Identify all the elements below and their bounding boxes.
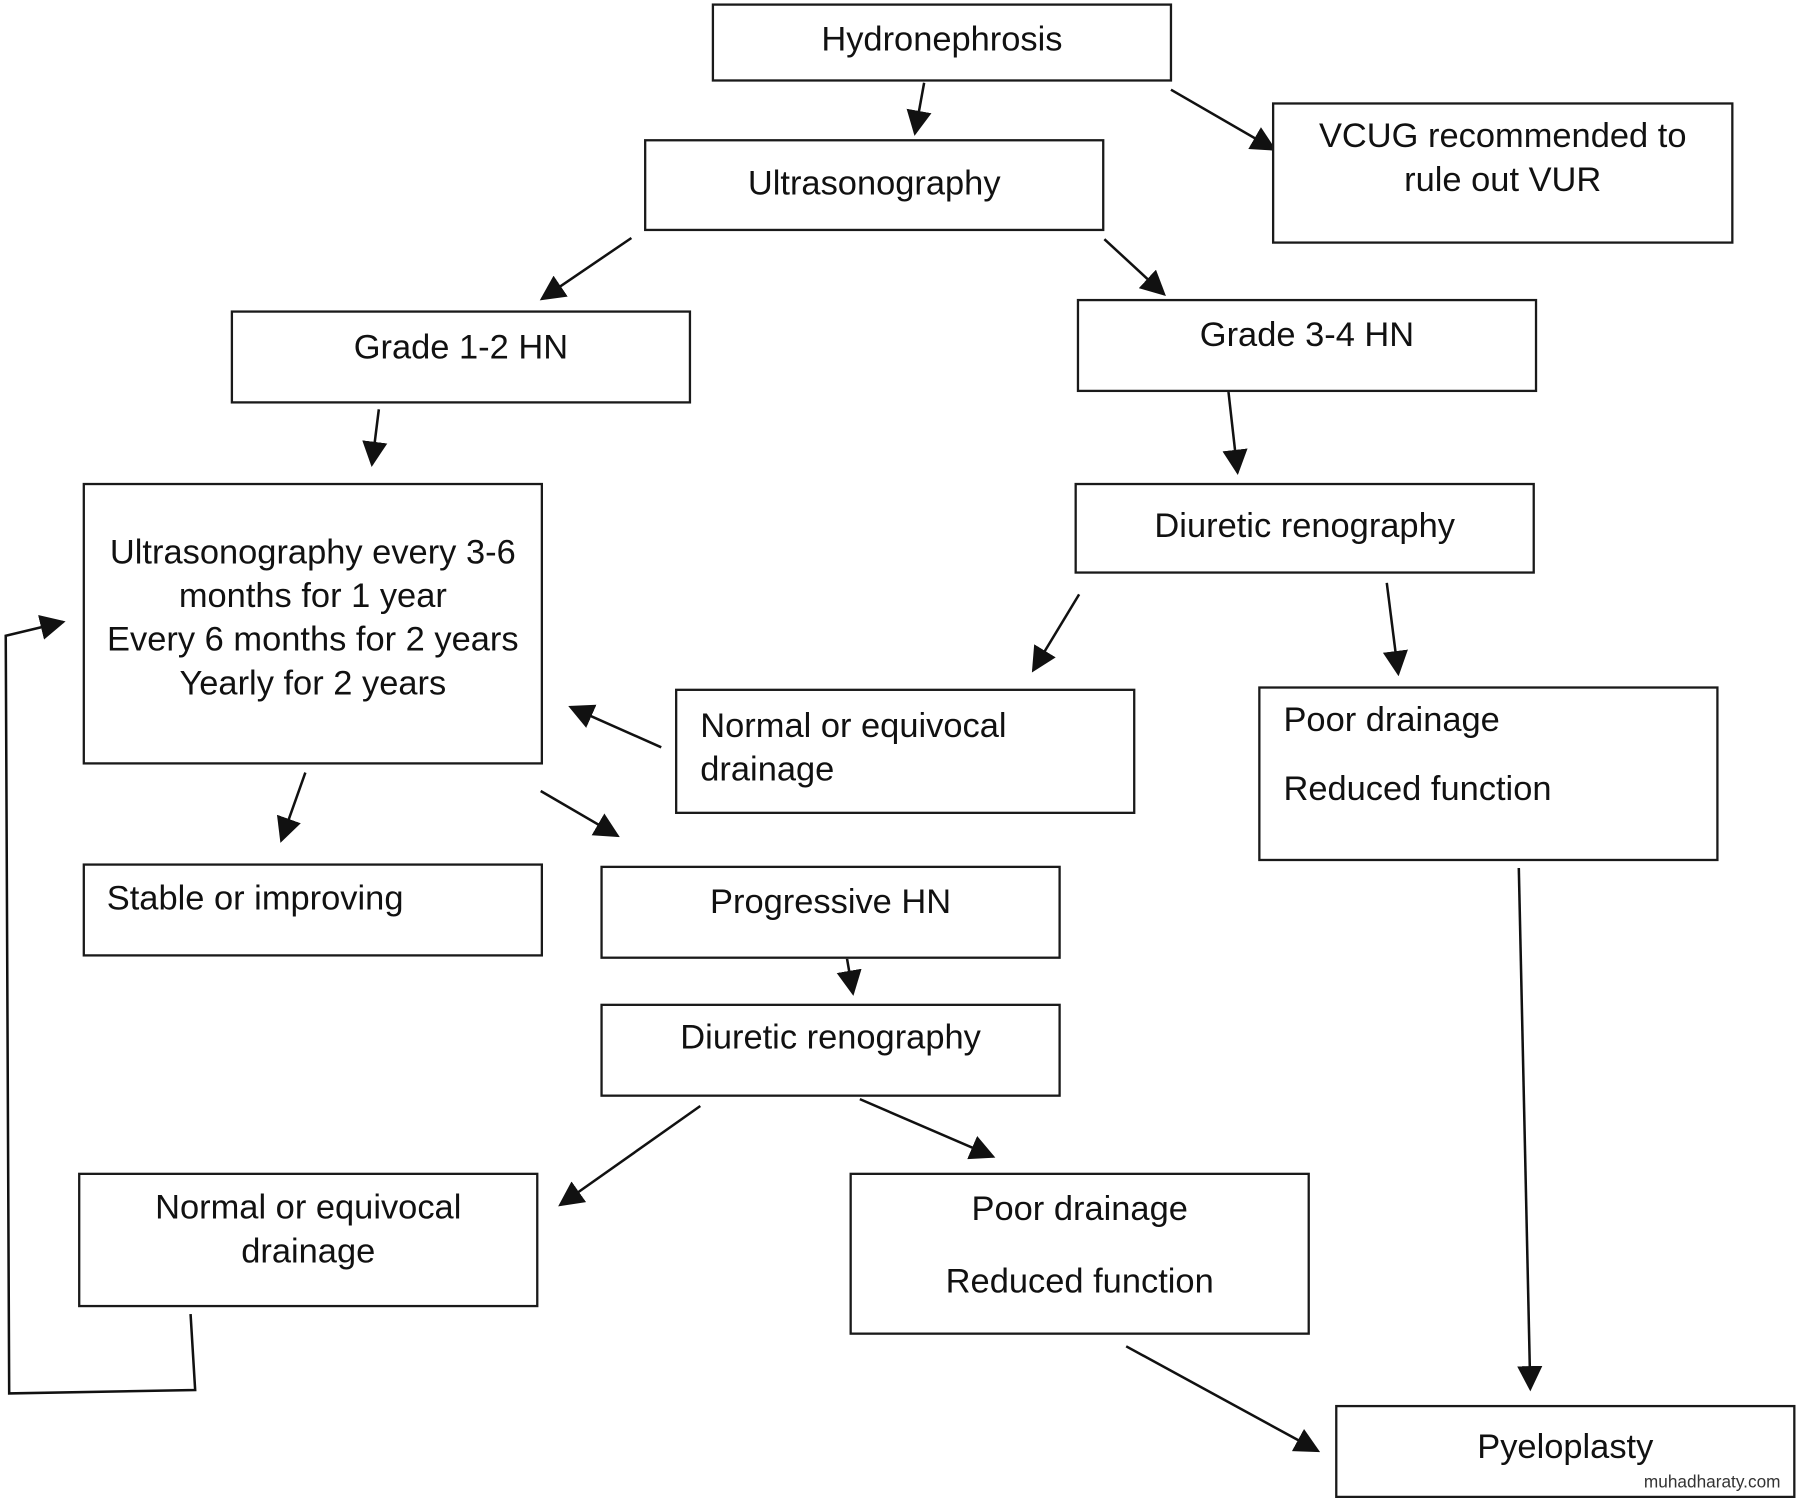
arrow-poor-bottom-to-pyeloplasty (1125, 1345, 1321, 1453)
hydronephrosis-label: Hydronephrosis (821, 20, 1063, 59)
vcug-box: VCUG recommended to rule out VUR (1271, 102, 1734, 244)
pyeloplasty-box: Pyeloplasty (1335, 1404, 1796, 1498)
ultrasonography-label: Ultrasonography (747, 164, 1001, 203)
poor-drainage-bottom-line-2: Reduced function (945, 1262, 1214, 1301)
hydronephrosis-box: Hydronephrosis (711, 3, 1173, 82)
arrow-progressive-to-diuretic (836, 952, 862, 996)
arrow-grade12-to-schedule (362, 409, 388, 467)
arrow-schedule-to-stable (276, 772, 307, 843)
grade-3-4-box: Grade 3-4 HN (1076, 298, 1538, 393)
grade-1-2-box: Grade 1-2 HN (230, 310, 692, 404)
schedule-line-1: Ultrasonography every 3-6 (109, 533, 516, 572)
arrow-normal-to-schedule (568, 704, 662, 749)
arrow-diuretic-to-poor-bottom (859, 1097, 996, 1160)
normal-drainage-bottom-box: Normal or equivocal drainage (78, 1172, 539, 1308)
arrow-us-to-grade12 (539, 236, 633, 301)
arrow-poor-top-to-pyeloplasty (1517, 867, 1543, 1392)
poor-drainage-top-box: Poor drainage Reduced function (1258, 686, 1719, 862)
grade-3-4-label: Grade 3-4 HN (1199, 316, 1415, 355)
normal-drainage-top-line-2: drainage (700, 750, 835, 789)
arrow-diuretic-to-normal-bottom (558, 1104, 702, 1207)
diuretic-renography-top-label: Diuretic renography (1154, 507, 1455, 545)
grade-1-2-label: Grade 1-2 HN (353, 328, 569, 367)
arrow-diuretic-to-normal (1031, 593, 1081, 673)
ultrasonography-box: Ultrasonography (644, 139, 1105, 232)
normal-drainage-top-line-1: Normal or equivocal (700, 707, 1007, 746)
pyeloplasty-label: Pyeloplasty (1477, 1427, 1654, 1466)
poor-drainage-top-line-2: Reduced function (1283, 770, 1552, 809)
arrow-schedule-to-progressive (540, 789, 620, 838)
vcug-label-line-2: rule out VUR (1404, 160, 1602, 199)
loop-normal-bottom-to-schedule (4, 615, 197, 1395)
watermark-text: muhadharaty.com (1643, 1472, 1781, 1493)
diuretic-renography-bottom-label: Diuretic renography (680, 1018, 981, 1057)
schedule-line-4: Yearly for 2 years (179, 664, 447, 703)
vcug-label-line-1: VCUG recommended to (1318, 117, 1687, 156)
schedule-line-2: months for 1 year (178, 577, 447, 616)
stable-improving-label: Stable or improving (106, 879, 404, 918)
poor-drainage-bottom-box: Poor drainage Reduced function (849, 1172, 1310, 1335)
normal-drainage-bottom-line-1: Normal or equivocal (155, 1188, 462, 1227)
schedule-line-3: Every 6 months for 2 years (107, 620, 519, 659)
stable-improving-box: Stable or improving (82, 863, 544, 957)
diuretic-renography-top-box: Diuretic renography (1074, 482, 1535, 574)
normal-drainage-top-box: Normal or equivocal drainage (675, 688, 1136, 814)
progressive-hn-box: Progressive HN (600, 865, 1061, 959)
normal-drainage-bottom-line-2: drainage (241, 1232, 376, 1271)
poor-drainage-bottom-line-1: Poor drainage (971, 1189, 1188, 1228)
ultrasonography-schedule-box: Ultrasonography every 3-6 months for 1 y… (82, 482, 544, 765)
arrow-diuretic-to-poor (1382, 582, 1408, 677)
poor-drainage-top-line-1: Poor drainage (1283, 701, 1500, 740)
arrow-us-to-grade34 (1103, 238, 1166, 297)
arrow-hydro-to-vcug (1170, 88, 1277, 151)
arrow-hydro-to-us (906, 82, 932, 136)
progressive-hn-label: Progressive HN (710, 882, 952, 921)
arrow-grade34-to-diuretic (1222, 390, 1248, 476)
diuretic-renography-bottom-box: Diuretic renography (600, 1003, 1061, 1097)
